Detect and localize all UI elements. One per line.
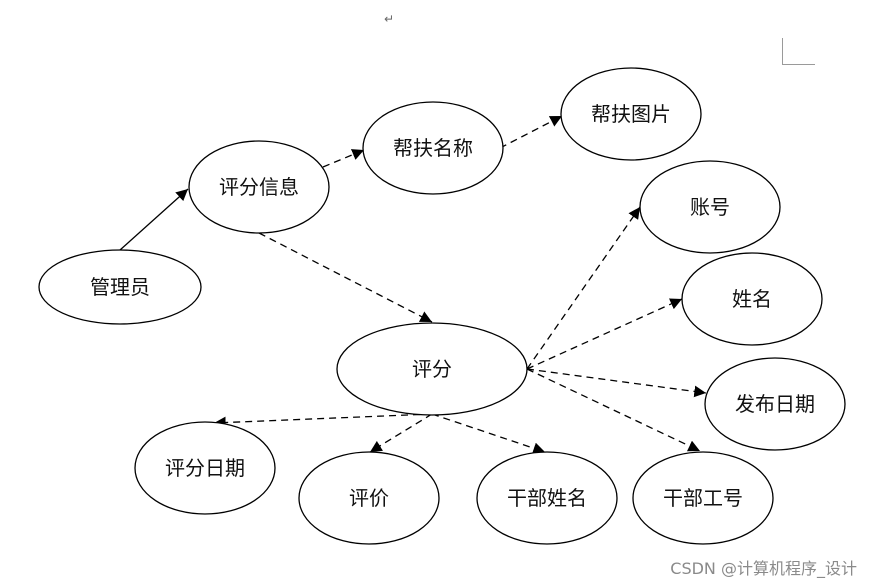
edge-admin-to-rating_info (119, 188, 189, 251)
node-label: 干部姓名 (507, 486, 587, 510)
node-ellipse (188, 140, 330, 234)
node-admin: 管理员 (38, 249, 202, 325)
node-label: 账号 (690, 195, 730, 219)
node-cadre-name: 干部姓名 (476, 451, 618, 545)
node-ellipse (560, 67, 702, 161)
edge-rating-to-rating_date (213, 413, 433, 429)
node-label: 干部工号 (663, 486, 743, 510)
node-publish-date: 发布日期 (704, 357, 846, 451)
watermark: CSDN @计算机程序_设计 (670, 559, 857, 578)
node-help-image: 帮扶图片 (560, 67, 702, 161)
node-ellipse (298, 451, 440, 545)
node-help-name: 帮扶名称 (362, 101, 504, 195)
node-rating-info: 评分信息 (188, 140, 330, 234)
node-label: 评价 (349, 486, 389, 510)
node-account: 账号 (639, 160, 781, 254)
edge-rating-to-name (526, 298, 683, 370)
edge-rating-to-account (526, 206, 641, 370)
node-label: 评分日期 (165, 456, 245, 480)
edge-rating-to-cadre_name (431, 413, 546, 454)
node-rating: 评分 (336, 322, 528, 416)
node-label: 帮扶名称 (393, 136, 473, 160)
paragraph-mark: ↵ (384, 12, 395, 26)
node-ellipse (336, 322, 528, 416)
node-name: 姓名 (681, 252, 823, 346)
node-ellipse (362, 101, 504, 195)
node-ellipse (704, 357, 846, 451)
node-ellipse (632, 451, 774, 545)
edge-help_name-to-help_image (499, 115, 563, 149)
node-ellipse (476, 451, 618, 545)
node-ellipse (38, 249, 202, 325)
node-label: 帮扶图片 (591, 102, 671, 126)
node-label: 姓名 (732, 287, 772, 311)
node-label: 评分 (412, 357, 452, 381)
node-label: 评分信息 (219, 175, 299, 199)
node-ellipse (681, 252, 823, 346)
edge-rating-to-publish_date (526, 368, 707, 398)
edge-rating_info-to-rating (258, 232, 433, 323)
node-ellipse (134, 421, 276, 515)
node-rating-date: 评分日期 (134, 421, 276, 515)
node-cadre-id: 干部工号 (632, 451, 774, 545)
edge-rating-to-evaluation (369, 413, 433, 453)
node-label: 发布日期 (735, 392, 815, 416)
node-ellipse (639, 160, 781, 254)
node-label: 管理员 (90, 275, 150, 299)
edge-rating-to-cadre_id (526, 368, 701, 452)
edge-rating_info-to-help_name (322, 149, 365, 168)
node-evaluation: 评价 (298, 451, 440, 545)
page-corner-mark (782, 38, 815, 65)
